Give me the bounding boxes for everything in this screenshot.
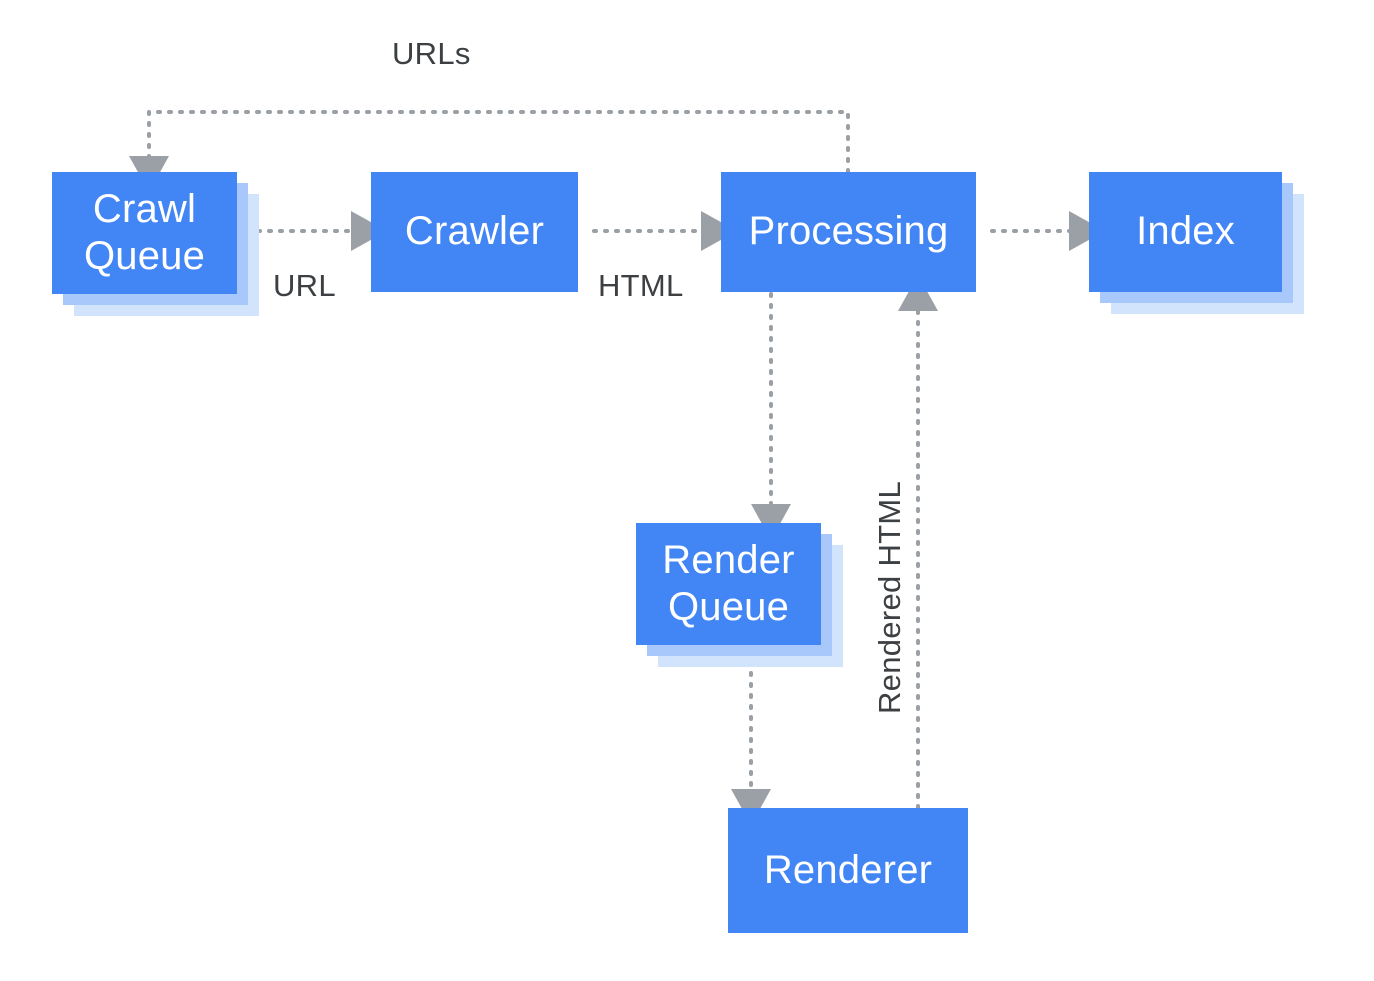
node-renderer[interactable]: Renderer	[728, 808, 968, 933]
node-label-render-queue: Render Queue	[636, 523, 821, 645]
node-label-index: Index	[1089, 172, 1282, 292]
node-label-processing: Processing	[721, 172, 976, 292]
node-crawl-queue[interactable]: Crawl Queue	[52, 172, 259, 316]
node-label-crawl-queue: Crawl Queue	[52, 172, 237, 294]
node-crawler[interactable]: Crawler	[371, 172, 578, 292]
edge-label-html: HTML	[598, 268, 684, 303]
node-processing[interactable]: Processing	[721, 172, 976, 292]
node-render-queue[interactable]: Render Queue	[636, 523, 843, 667]
edge-processing-to-crawl-queue	[129, 110, 850, 192]
edge-label-rendered-html: Rendered HTML	[872, 480, 907, 714]
edge-label-urls: URLs	[392, 36, 471, 71]
edge-label-url: URL	[273, 268, 336, 303]
node-index[interactable]: Index	[1089, 172, 1304, 314]
node-label-crawler: Crawler	[371, 172, 578, 292]
node-label-renderer: Renderer	[728, 808, 968, 933]
